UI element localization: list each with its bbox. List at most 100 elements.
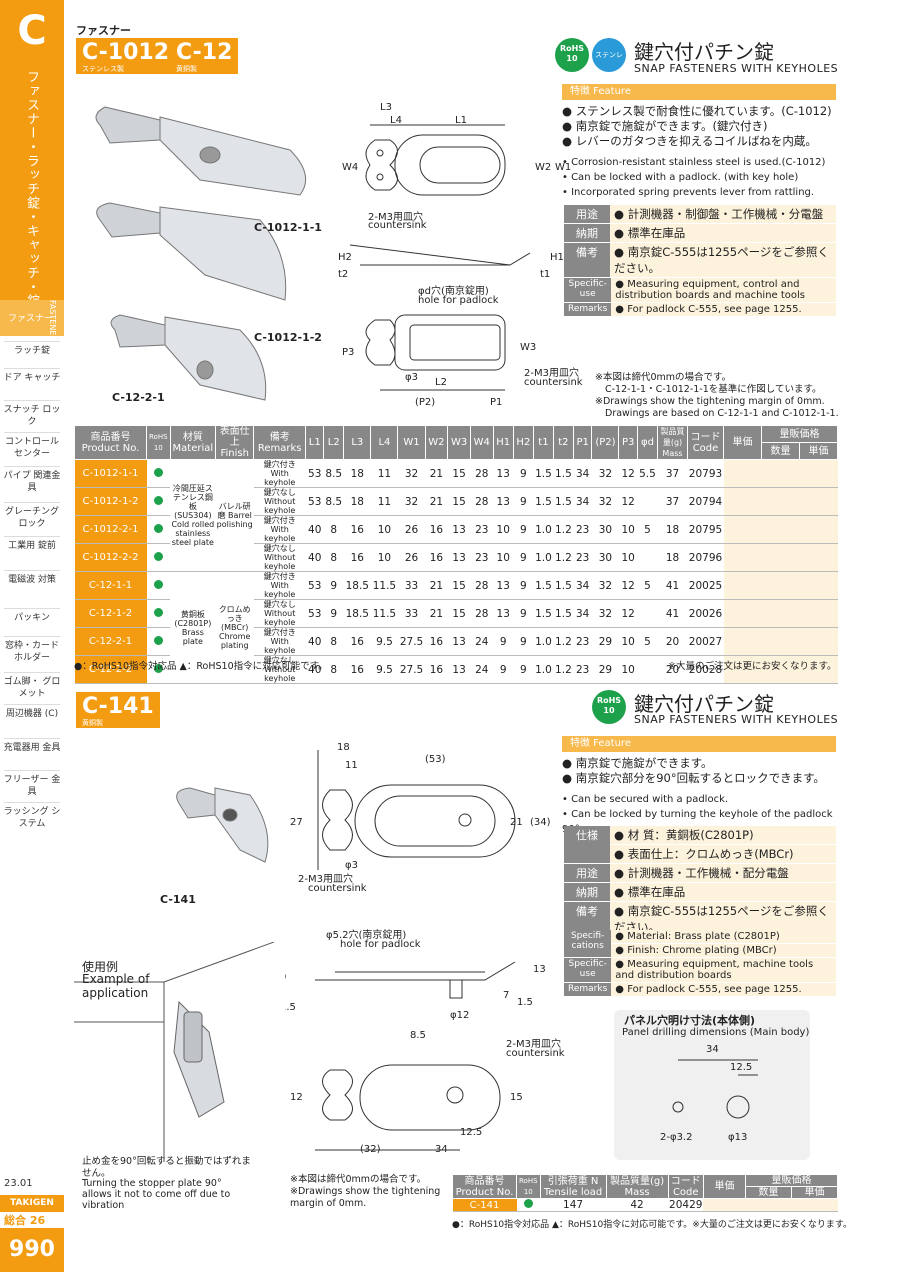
- sidebar-item-4[interactable]: パイプ 関連金具: [3, 471, 61, 493]
- svg-text:(53): (53): [425, 754, 446, 765]
- product-title-en-2: SNAP FASTENERS WITH KEYHOLES: [634, 713, 839, 726]
- svg-text:18: 18: [337, 742, 350, 753]
- svg-text:L4: L4: [390, 115, 402, 126]
- countersink-label-jp: 2-M3用皿穴: [368, 212, 423, 223]
- svg-text:W3: W3: [520, 342, 536, 353]
- product-photos-1: [95, 106, 307, 401]
- sidebar-item-2[interactable]: スナッチ ロック: [3, 405, 61, 427]
- sidebar-divider: [4, 466, 60, 467]
- sidebar-section-fasteners[interactable]: [0, 300, 64, 336]
- sidebar-item-0[interactable]: ラッチ錠: [13, 346, 50, 356]
- sidebar-divider: [4, 536, 60, 537]
- svg-text:13: 13: [533, 964, 546, 975]
- model-tag-c141: C-141 黄銅製: [76, 692, 160, 728]
- product-table-1: 商品番号 Product No. RoHS 10 材質 Material 表面仕…: [74, 425, 838, 684]
- panel-dim-large-hole: φ13: [728, 1132, 748, 1143]
- padlock-hole-label-en-c141: hole for padlock: [340, 939, 421, 950]
- sidebar-divider: [4, 341, 60, 342]
- svg-text:12: 12: [290, 1092, 303, 1103]
- sidebar-item-14[interactable]: ラッシング システム: [3, 807, 61, 829]
- countersink-label-jp-c141: 2-M3用皿穴: [298, 874, 353, 885]
- product-title-en: SNAP FASTENERS WITH KEYHOLES: [634, 62, 839, 75]
- photo-label-c12-2-1: C-12-2-1: [112, 391, 165, 404]
- svg-text:1.5: 1.5: [285, 1002, 296, 1013]
- countersink-label-en-2: countersink: [524, 377, 583, 388]
- svg-text:φ3: φ3: [405, 372, 418, 383]
- sidebar-item-9[interactable]: 窓枠・カード ホルダー: [4, 641, 59, 663]
- drawing-note-1: ※本図は締代0mmの場合です。 C-12-1-1・C-1012-1-1を基準に作…: [595, 372, 839, 419]
- sidebar-divider: [4, 608, 60, 609]
- product-table-2: 商品番号 Product No. RoHS 10 引張荷重 N Tensile …: [452, 1174, 839, 1212]
- spec-table-jp-1: 用途● 計測機器・制御盤・工作機械・分電盤 納期● 標準在庫品 備考● 南京錠C…: [564, 205, 836, 278]
- sidebar-item-1[interactable]: ドア キャッチ: [3, 373, 61, 383]
- page-category: ファスナー: [76, 24, 131, 37]
- sidebar-divider: [4, 704, 60, 705]
- photo-label-c1012-1-1: C-1012-1-1: [254, 221, 322, 234]
- sidebar-divider: [4, 432, 60, 433]
- sidebar-item-5[interactable]: グレーチング ロック: [4, 507, 59, 529]
- rohs-dot: [153, 551, 163, 561]
- features-list-1: ● ステンレス製で耐食性に優れています。(C-1012) ● 南京錠で施錠ができ…: [562, 104, 838, 200]
- sidebar-item-11[interactable]: 周辺機器 (C): [5, 709, 59, 719]
- sidebar-section-label: ファスナー: [8, 314, 54, 324]
- sidebar-item-10[interactable]: ゴム脚・ グロメット: [3, 677, 61, 699]
- sidebar-divider: [4, 770, 60, 771]
- sidebar-divider: [4, 570, 60, 571]
- product-photo-c141: [176, 787, 269, 863]
- sidebar-item-8[interactable]: パッキン: [14, 613, 50, 623]
- svg-text:t2: t2: [338, 269, 348, 280]
- svg-text:φ12: φ12: [450, 1010, 469, 1021]
- svg-text:7: 7: [503, 990, 509, 1001]
- example-note-jp: 止め金を90°回転すると振動ではずれません。: [82, 1156, 251, 1179]
- panel-title-en: Panel drilling dimensions (Main body): [622, 1027, 810, 1038]
- padlock-hole-label-en: hole for padlock: [418, 295, 499, 306]
- svg-text:H2: H2: [338, 252, 352, 263]
- feature-en-3: • Incorporated spring prevents lever fro…: [562, 187, 815, 198]
- table-row: C-141 147 42 20429: [452, 1198, 838, 1212]
- svg-text:L2: L2: [435, 377, 447, 388]
- padlock-hole-label-jp: φd穴(南京錠用): [418, 286, 489, 297]
- catalog-number: 総合 26: [4, 1214, 46, 1227]
- sidebar-section-en: FASTENERS: [48, 300, 57, 347]
- sidebar-item-6[interactable]: 工業用 錠前: [8, 541, 56, 551]
- rohs-dot: [153, 523, 163, 533]
- sidebar-item-12[interactable]: 充電器用 金具: [3, 743, 61, 753]
- feature-bar-1: 特徴 Feature: [562, 84, 836, 100]
- svg-text:15: 15: [510, 1092, 523, 1103]
- brand-label: TAKIGEN: [0, 1195, 64, 1212]
- example-title-jp: 使用例: [82, 960, 119, 974]
- feature-jp-2: ● 南京錠で施錠ができます。(鍵穴付き): [562, 119, 768, 133]
- panel-drilling-box: [614, 1010, 810, 1160]
- spec-table-jp-2: 仕様● 材 質：黄銅板(C2801P) ● 表面仕上：クロムめっき(MBCr) …: [564, 826, 836, 937]
- svg-text:(P2): (P2): [415, 397, 435, 408]
- svg-text:34: 34: [435, 1144, 448, 1155]
- drawing-note-2: ※本図は締代0mmの場合です。 ※Drawings show the tight…: [290, 1174, 441, 1209]
- sidebar-item-3[interactable]: コントロール センター: [4, 437, 59, 459]
- sidebar-item-7[interactable]: 電磁波 対策: [8, 575, 56, 585]
- rohs-dot: [153, 663, 163, 673]
- panel-dim-small-holes: 2-φ3.2: [660, 1132, 693, 1143]
- issue-date: 23.01: [4, 1178, 33, 1189]
- rohs-dot: [153, 579, 163, 589]
- sidebar-divider: [4, 636, 60, 637]
- spec-table-en-2: Specifi-cations● Material: Brass plate (…: [564, 930, 836, 997]
- spec-table-en-1: Specific-use● Measuring equipment, contr…: [564, 278, 836, 317]
- countersink-label-en: countersink: [368, 220, 427, 231]
- sidebar-item-13[interactable]: フリーザー 金具: [3, 775, 61, 797]
- svg-text:L1: L1: [455, 115, 467, 126]
- sidebar-divider: [4, 802, 60, 803]
- svg-text:t1: t1: [540, 269, 550, 280]
- sidebar-divider: [4, 738, 60, 739]
- feature-en-2: • Can be locked with a padlock. (with ke…: [562, 172, 799, 183]
- page-number: 990: [0, 1228, 64, 1272]
- photo-label-c1012-1-2: C-1012-1-2: [254, 331, 322, 344]
- example-note-en: Turning the stopper plate 90° allows it …: [82, 1178, 231, 1211]
- rohs-dot: [153, 607, 163, 617]
